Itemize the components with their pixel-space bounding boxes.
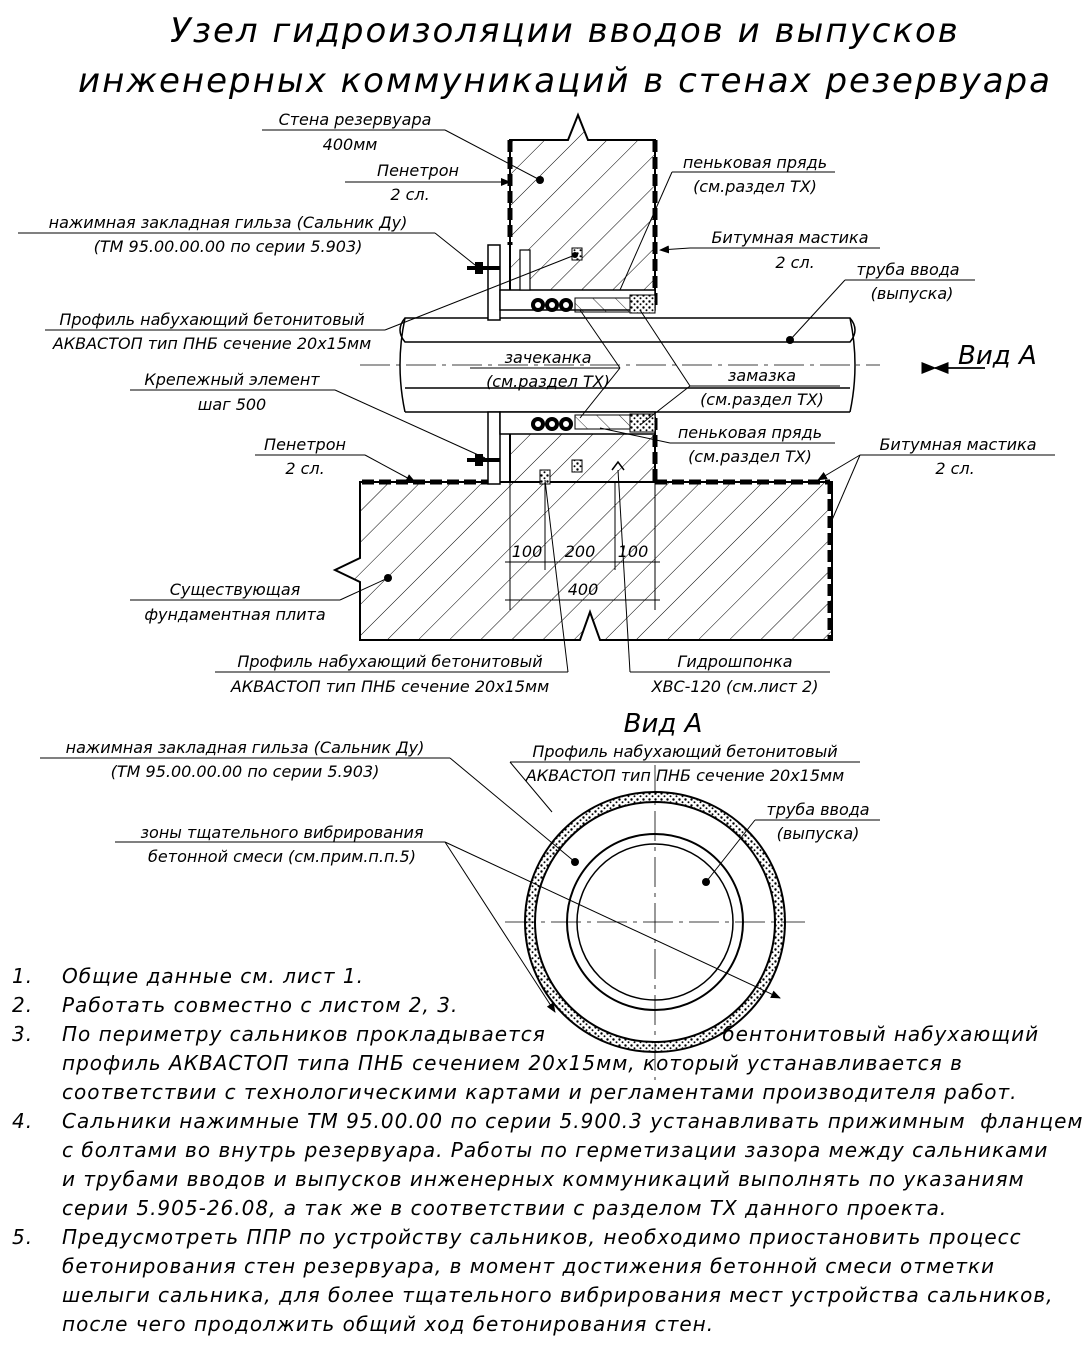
- label-slab-1: Существующая: [170, 580, 301, 599]
- label-fastener-2: шаг 500: [198, 395, 266, 414]
- view-a-drawing: [505, 765, 805, 1080]
- label-wall-2: 400мм: [323, 135, 378, 154]
- putty-top: [629, 294, 656, 314]
- label-hemp-bottom-1: пеньковая прядь: [678, 423, 822, 442]
- label-hemp-bottom-2: (см.раздел ТХ): [688, 447, 812, 466]
- dim-3: 100: [618, 542, 649, 561]
- label-hemp-top-2: (см.раздел ТХ): [693, 177, 817, 196]
- note-line: серии 5.905-26.08, а так же в соответств…: [62, 1196, 947, 1220]
- label-putty-2: (см.раздел ТХ): [700, 390, 824, 409]
- sleeve-flange-bottom: [487, 411, 501, 485]
- notes-list: 1. Общие данные см. лист 1. 2. Работать сов…: [12, 964, 1083, 1336]
- label-caulking-2: (см.раздел ТХ): [486, 372, 610, 391]
- label-fastener-1: Крепежный элемент: [144, 370, 320, 389]
- view-a-label-profile-1: Профиль набухающий бетонитовый: [532, 742, 837, 761]
- note-number: 4.: [12, 1109, 33, 1133]
- dimensions: [505, 482, 660, 610]
- note-line: Сальники нажимные ТМ 95.00.00 по серии 5…: [62, 1109, 1083, 1133]
- label-profile-2: АКВАСТОП тип ПНБ сечение 20х15мм: [52, 334, 371, 353]
- note-number: 3.: [12, 1022, 33, 1046]
- section-leaders: [18, 129, 1055, 673]
- label-hemp-top-1: пеньковая прядь: [683, 153, 827, 172]
- view-a-label-profile-2: АКВАСТОП тип ПНБ сечение 20х15мм: [525, 766, 844, 785]
- label-sleeve-1: нажимная закладная гильза (Сальник Ду): [49, 213, 408, 232]
- waterstop: [611, 460, 625, 471]
- label-penetron-bottom-2: 2 сл.: [285, 459, 324, 478]
- label-putty-1: замазка: [728, 366, 796, 385]
- note-number: 1.: [12, 964, 33, 988]
- label-slab-2: фундаментная плита: [144, 605, 325, 624]
- note-line: шелыги сальника, для более тщательного в…: [62, 1283, 1053, 1307]
- label-penetron-top-2: 2 сл.: [390, 185, 429, 204]
- section-dots: [384, 176, 794, 582]
- view-a-label-vibration-1: зоны тщательного вибрирования: [141, 823, 424, 842]
- title-line-2: инженерных коммуникаций в стенах резерву…: [78, 61, 1052, 101]
- note-line: Работать совместно с листом 2, 3.: [62, 993, 458, 1017]
- label-penetron-bottom-1: Пенетрон: [264, 435, 346, 454]
- bentonite-profile-bottom: [571, 459, 583, 473]
- view-a-marker: Вид А: [958, 341, 1037, 371]
- label-caulking-1: зачеканка: [504, 348, 591, 367]
- label-waterstop-2: ХВС-120 (см.лист 2): [651, 677, 819, 696]
- label-pipe-2: (выпуска): [871, 284, 954, 303]
- note-line: бетонирования стен резервуара, в момент …: [62, 1254, 995, 1278]
- note-line: и трубами вводов и выпусков инженерных к…: [62, 1167, 1025, 1191]
- seal-rings-bottom: [531, 417, 573, 431]
- pipe-top-wall: [399, 317, 856, 343]
- section-drawing: 100 200 100 400 Вид А: [332, 112, 1037, 641]
- note-line: после чего продолжить общий ход бетониро…: [62, 1312, 714, 1336]
- caulking-top: [574, 297, 631, 313]
- label-penetron-top-1: Пенетрон: [377, 161, 459, 180]
- note-line: По периметру сальников прокладывается бе…: [62, 1022, 1039, 1046]
- foundation-slab: [332, 481, 833, 641]
- dim-1: 100: [512, 542, 543, 561]
- seal-rings-top: [531, 298, 573, 312]
- view-a-leaders: [40, 757, 880, 1013]
- label-bitumen-right-2: 2 сл.: [935, 459, 974, 478]
- note-number: 5.: [12, 1225, 33, 1249]
- view-a-label-pipe-1: труба ввода: [766, 800, 869, 819]
- view-a-label-vibration-2: бетонной смеси (см.прим.п.п.5): [148, 847, 416, 866]
- label-bitumen-top-1: Битумная мастика: [711, 228, 868, 247]
- view-a-label-sleeve-1: нажимная закладная гильза (Сальник Ду): [66, 738, 425, 757]
- note-line: профиль АКВАСТОП типа ПНБ сечением 20х15…: [62, 1051, 963, 1075]
- label-pipe-1: труба ввода: [856, 260, 959, 279]
- dim-total: 400: [568, 580, 599, 599]
- view-a-label-sleeve-2: (ТМ 95.00.00.00 по серии 5.903): [111, 762, 380, 781]
- note-line: соответствии с технологическими картами …: [62, 1080, 1018, 1104]
- note-line: Общие данные см. лист 1.: [62, 964, 364, 988]
- label-bitumen-top-2: 2 сл.: [775, 253, 814, 272]
- label-wall-1: Стена резервуара: [279, 110, 432, 129]
- note-line: с болтами во внутрь резервуара. Работы п…: [62, 1138, 1048, 1162]
- caulking-bottom: [574, 414, 631, 430]
- title-line-1: Узел гидроизоляции вводов и выпусков: [170, 11, 960, 51]
- sleeve-flange-top: [487, 244, 501, 321]
- view-a-label-pipe-2: (выпуска): [777, 824, 860, 843]
- dim-2: 200: [565, 542, 596, 561]
- label-waterstop-1: Гидрошпонка: [677, 652, 792, 671]
- label-profile-1: Профиль набухающий бетонитовый: [59, 310, 364, 329]
- view-a-heading: Вид А: [624, 709, 703, 739]
- note-number: 2.: [12, 993, 33, 1017]
- label-sleeve-2: (ТМ 95.00.00.00 по серии 5.903): [94, 237, 363, 256]
- note-line: Предусмотреть ППР по устройству сальнико…: [62, 1225, 1022, 1249]
- label-bitumen-right-1: Битумная мастика: [879, 435, 1036, 454]
- label-profile-bottom-1: Профиль набухающий бетонитовый: [237, 652, 542, 671]
- label-profile-bottom-2: АКВАСТОП тип ПНБ сечение 20х15мм: [230, 677, 549, 696]
